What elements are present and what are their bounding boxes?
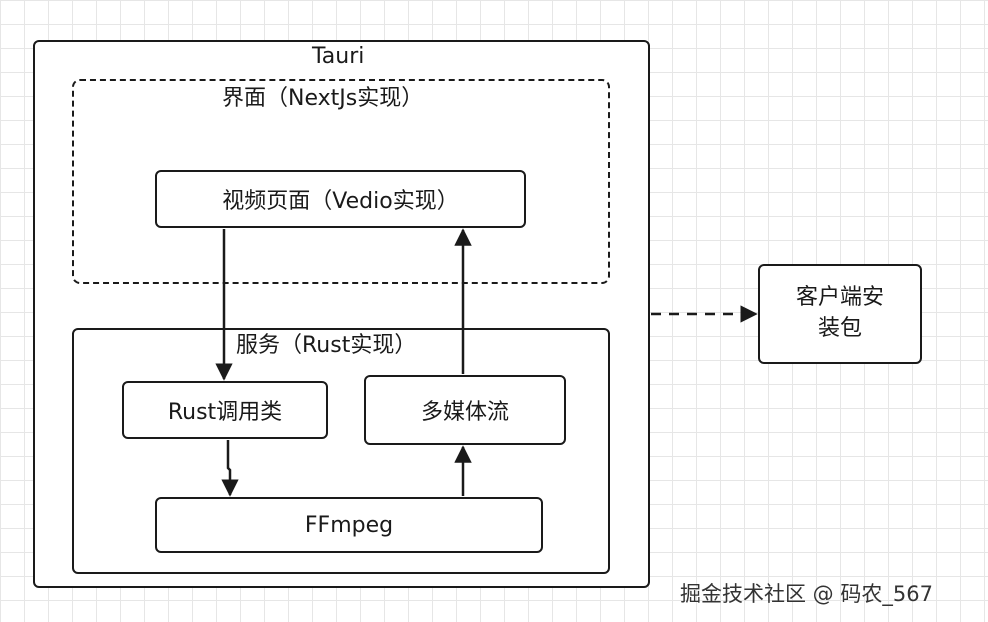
media-stream-node: 多媒体流 xyxy=(364,375,566,445)
installer-label-line1: 客户端安 xyxy=(795,285,884,311)
installer-node: 客户端安 装包 xyxy=(758,264,922,364)
video-page-label: 视频页面（Vedio实现） xyxy=(222,189,459,214)
ui-layer-container xyxy=(72,79,610,284)
rust-caller-node: Rust调用类 xyxy=(122,381,328,439)
service-layer-label: 服务（Rust实现） xyxy=(236,333,417,358)
installer-label-line2: 装包 xyxy=(817,316,862,341)
video-page-node: 视频页面（Vedio实现） xyxy=(155,170,526,228)
rust-caller-label: Rust调用类 xyxy=(167,400,283,425)
ffmpeg-label: FFmpeg xyxy=(304,512,394,538)
media-stream-label: 多媒体流 xyxy=(420,400,509,425)
ffmpeg-node: FFmpeg xyxy=(155,497,543,553)
tauri-label: Tauri xyxy=(312,44,365,69)
watermark-text: 掘金技术社区 @ 码农_567 xyxy=(680,582,933,606)
ui-layer-label: 界面（NextJs实现） xyxy=(222,86,424,111)
